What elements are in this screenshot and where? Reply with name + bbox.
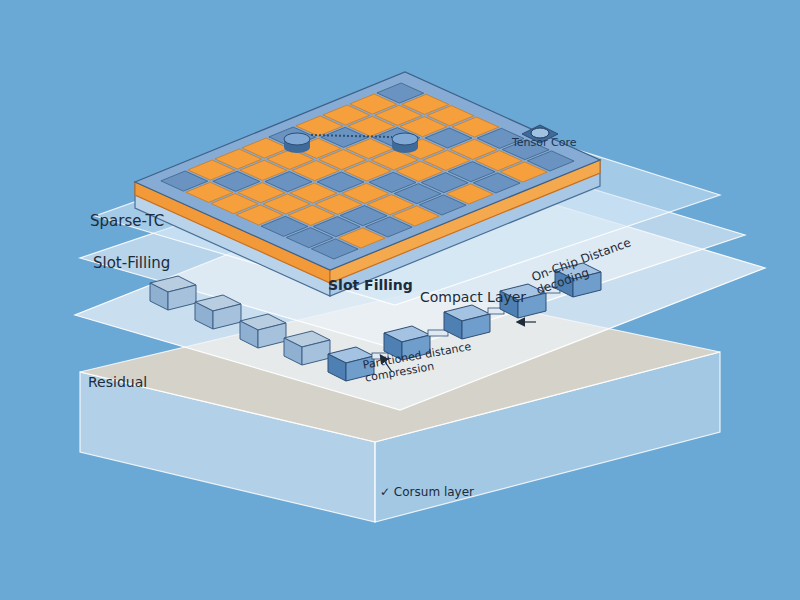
layer-face — [80, 290, 720, 442]
layer-label: ✓ Corsum layer — [380, 486, 474, 500]
layer-label: Slot-Filling — [93, 255, 170, 272]
tensor-core-plate: Tensor Core — [133, 70, 602, 298]
layer-label: Residual — [88, 374, 147, 390]
layer-shape — [133, 70, 602, 298]
layer-label: Sparse-TC — [90, 213, 164, 230]
layer-label: Tensor Core — [512, 137, 577, 150]
layer-label: Slot Filling — [328, 277, 413, 293]
core-tile — [527, 151, 574, 171]
layer-label: Compact Layer — [420, 289, 526, 305]
